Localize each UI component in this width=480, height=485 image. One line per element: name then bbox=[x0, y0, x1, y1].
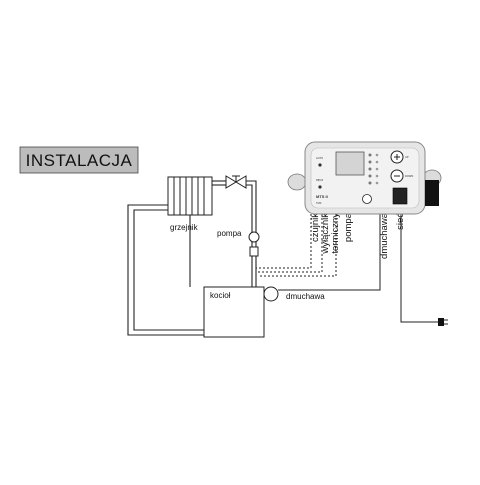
minus-button-label: DOWN bbox=[405, 174, 413, 178]
controller-model-sub: TMX bbox=[316, 201, 322, 205]
radiator-body bbox=[167, 176, 213, 216]
cable-label-pump: pompa bbox=[343, 212, 354, 242]
valve-icon bbox=[225, 175, 247, 189]
menu-button[interactable] bbox=[362, 194, 372, 204]
radiator-label: grzejnik bbox=[170, 223, 199, 232]
controller: AUTO RĘCZ UP DOWN bbox=[287, 141, 442, 215]
blower-label: dmuchawa bbox=[286, 292, 325, 301]
mode-led-auto bbox=[318, 163, 322, 167]
radiator: grzejnik bbox=[167, 176, 213, 232]
mount-ear-left bbox=[287, 173, 307, 191]
mode-led-manual bbox=[318, 185, 322, 189]
cable-labels: czujnik wyłącznik termiczny pompa dmucha… bbox=[310, 212, 406, 259]
plug-icon bbox=[438, 318, 448, 326]
cable-label-sensor: czujnik bbox=[310, 213, 321, 242]
cable-label-thermal-2: termiczny bbox=[330, 213, 341, 254]
controller-mode-auto: AUTO bbox=[316, 156, 323, 160]
blower-icon bbox=[263, 286, 279, 302]
cable-label-mains: sieć bbox=[395, 213, 406, 230]
title-box: INSTALACJA bbox=[19, 146, 139, 174]
plus-button-label: UP bbox=[405, 155, 409, 159]
pump-label: pompa bbox=[217, 229, 242, 238]
controller-model: MTS II bbox=[316, 194, 328, 199]
boiler-label: kocioł bbox=[210, 291, 231, 300]
plus-button[interactable] bbox=[390, 150, 404, 164]
pump-icon: pompa bbox=[217, 229, 260, 257]
minus-button[interactable] bbox=[390, 169, 404, 183]
control-cables bbox=[256, 210, 438, 323]
controller-mode-manual: RĘCZ bbox=[316, 178, 323, 182]
page-title: INSTALACJA bbox=[26, 151, 133, 170]
blower: dmuchawa bbox=[263, 286, 325, 304]
controller-display bbox=[335, 151, 365, 176]
title-background bbox=[19, 146, 139, 174]
cable-label-blower: dmuchawa bbox=[379, 212, 390, 259]
power-switch[interactable] bbox=[392, 187, 408, 205]
radiator-fins bbox=[173, 177, 205, 215]
side-switch-block[interactable] bbox=[425, 180, 439, 206]
boiler-body bbox=[203, 286, 265, 338]
status-leds bbox=[368, 153, 379, 185]
boiler: kocioł bbox=[203, 286, 265, 338]
cable-label-thermal-1: wyłącznik bbox=[320, 213, 331, 255]
